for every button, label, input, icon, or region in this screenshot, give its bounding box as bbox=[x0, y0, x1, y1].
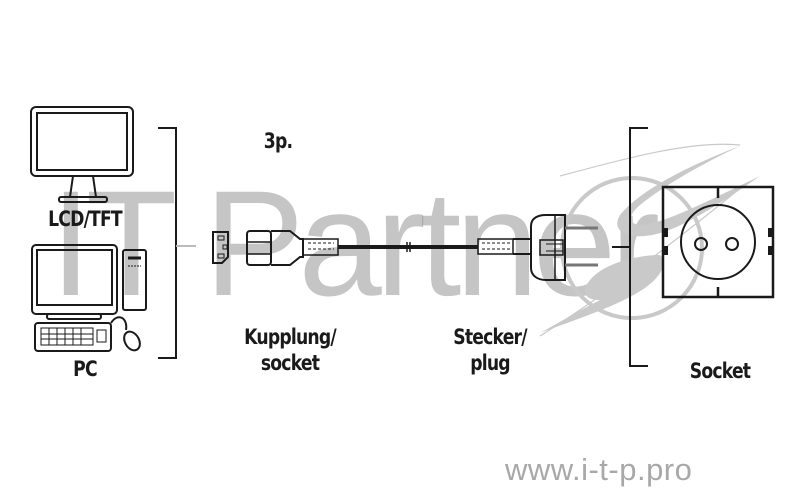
coupler-label: Kupplung/ socket bbox=[229, 324, 352, 376]
iec-c13-connector-icon bbox=[246, 230, 339, 266]
iec-c14-inlet-icon bbox=[212, 231, 229, 264]
coupler-label-line2: socket bbox=[260, 351, 320, 375]
plug-label-line2: plug bbox=[470, 351, 510, 375]
monitor-icon bbox=[30, 106, 134, 203]
watermark-url: www.i-t-p.pro bbox=[505, 452, 693, 487]
desktop-computer-icon bbox=[31, 244, 147, 352]
monitor-label: LCD/TFT bbox=[48, 207, 123, 231]
plug-label: Stecker/ plug bbox=[437, 324, 544, 376]
schuko-plug-icon bbox=[477, 214, 598, 281]
watermark-brand-text: IT Partner bbox=[50, 159, 660, 327]
plug-label-line1: Stecker/ bbox=[453, 325, 527, 349]
wall-socket-label: Socket bbox=[689, 359, 751, 383]
pc-label: PC bbox=[73, 357, 97, 381]
coupler-label-line1: Kupplung/ bbox=[244, 325, 336, 349]
schuko-socket-icon bbox=[661, 185, 775, 299]
pin-count-label: 3p. bbox=[263, 129, 293, 153]
power-cable-icon bbox=[338, 242, 478, 252]
